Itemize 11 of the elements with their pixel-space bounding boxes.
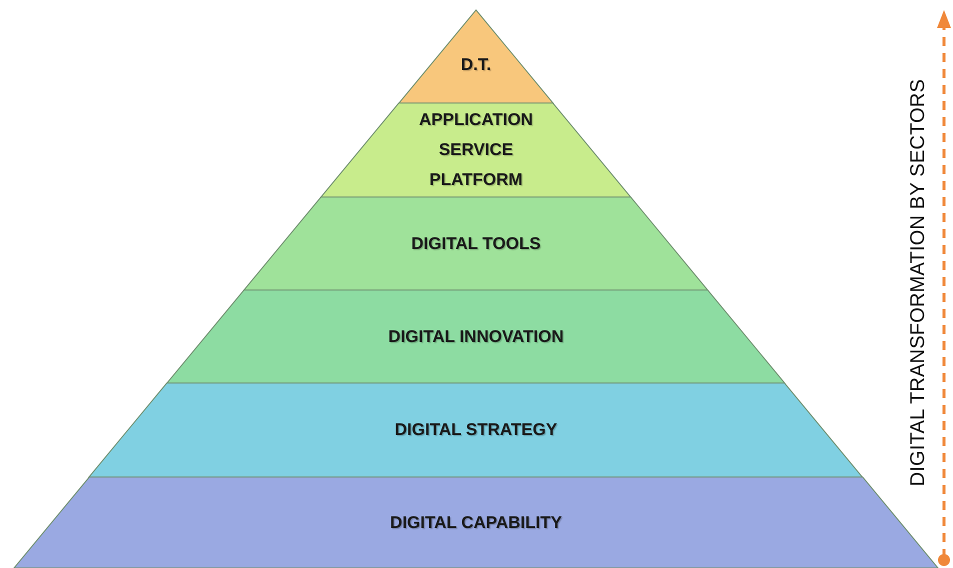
tier-label: DIGITAL CAPABILITY xyxy=(389,512,563,534)
pyramid-tier xyxy=(321,103,631,197)
tier-label: DIGITAL INNOVATION xyxy=(387,326,565,348)
pyramid-tier xyxy=(244,197,708,290)
tier-label: D.T. xyxy=(460,54,492,76)
tier-label: APPLICATION SERVICE PLATFORM xyxy=(418,109,534,191)
pyramid-tier xyxy=(89,383,863,477)
axis-label: DIGITAL TRANSFORMATION BY SECTORS xyxy=(907,78,930,486)
pyramid-tier xyxy=(167,290,785,383)
tier-label: DIGITAL TOOLS xyxy=(410,232,542,254)
tier-label: DIGITAL STRATEGY xyxy=(394,419,558,441)
